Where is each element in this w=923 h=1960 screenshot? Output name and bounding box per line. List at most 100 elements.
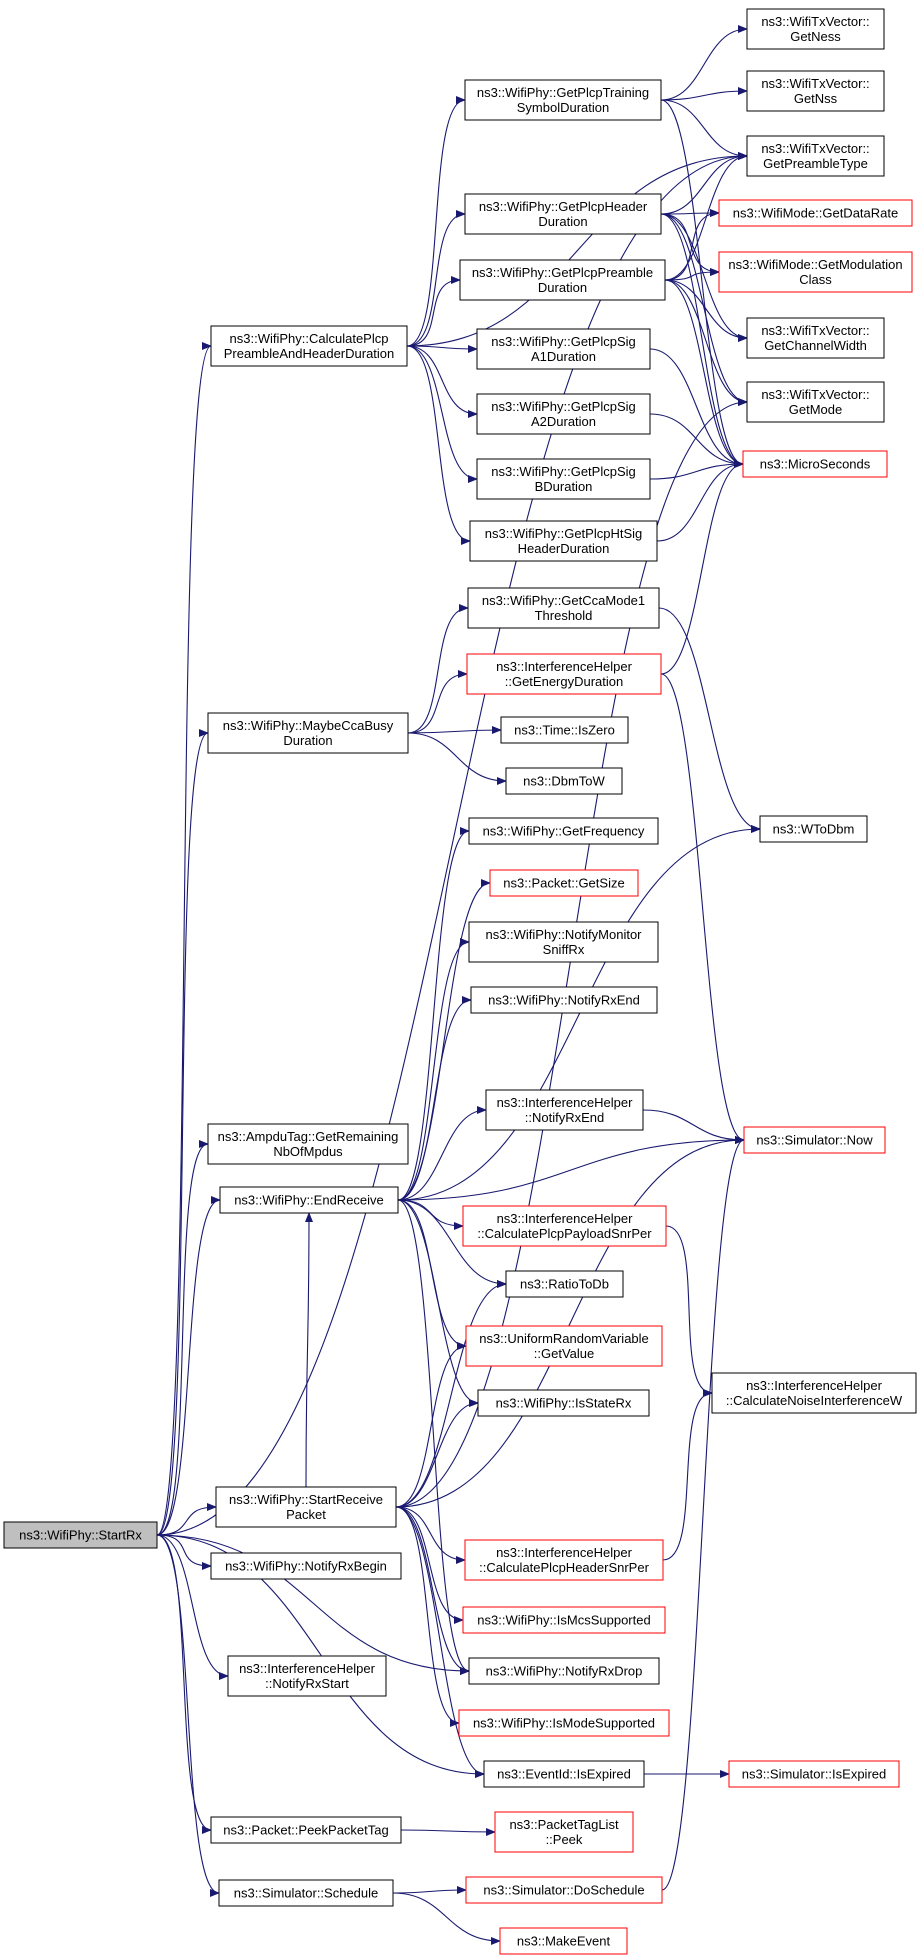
node-box[interactable]: [218, 1879, 394, 1907]
node-ihnotifyrxend[interactable]: ns3::InterferenceHelper::NotifyRxEnd: [485, 1089, 644, 1131]
node-box[interactable]: [210, 1552, 402, 1580]
node-box[interactable]: [476, 328, 651, 370]
node-box[interactable]: [464, 193, 662, 235]
node-isstaterx[interactable]: ns3::WifiPhy::IsStateRx: [477, 1389, 650, 1417]
node-box[interactable]: [499, 1927, 628, 1955]
node-box[interactable]: [219, 1186, 399, 1214]
node-box[interactable]: [500, 716, 629, 744]
node-calcpre[interactable]: ns3::WifiPhy::CalculatePlcpPreambleAndHe…: [210, 325, 408, 367]
node-getchanwidth[interactable]: ns3::WifiTxVector::GetChannelWidth: [746, 317, 885, 359]
node-box[interactable]: [485, 1089, 644, 1131]
node-getnss[interactable]: ns3::WifiTxVector::GetNss: [746, 70, 885, 112]
node-simschedule[interactable]: ns3::Simulator::Schedule: [218, 1879, 394, 1907]
node-iszero[interactable]: ns3::Time::IsZero: [500, 716, 629, 744]
node-doschedule[interactable]: ns3::Simulator::DoSchedule: [465, 1876, 663, 1904]
node-box[interactable]: [470, 986, 658, 1014]
node-getness[interactable]: ns3::WifiTxVector::GetNess: [746, 8, 885, 50]
node-box[interactable]: [728, 1760, 900, 1788]
node-notifyrxdrop[interactable]: ns3::WifiPhy::NotifyRxDrop: [468, 1657, 660, 1685]
node-box[interactable]: [743, 1126, 886, 1154]
node-startrx[interactable]: ns3::WifiPhy::StartRx: [3, 1521, 158, 1549]
node-box[interactable]: [210, 1816, 402, 1844]
node-box[interactable]: [462, 1606, 666, 1634]
node-dbmtow[interactable]: ns3::DbmToW: [505, 767, 623, 795]
node-getsize[interactable]: ns3::Packet::GetSize: [489, 869, 639, 897]
node-ptlpeek[interactable]: ns3::PacketTagList::Peek: [494, 1811, 634, 1853]
node-simisexpired[interactable]: ns3::Simulator::IsExpired: [728, 1760, 900, 1788]
node-box[interactable]: [718, 251, 913, 293]
node-box[interactable]: [465, 1325, 663, 1367]
node-box[interactable]: [468, 817, 659, 845]
node-box[interactable]: [505, 767, 623, 795]
node-box[interactable]: [468, 1657, 660, 1685]
node-box[interactable]: [465, 1876, 663, 1904]
node-box[interactable]: [489, 869, 639, 897]
node-ismcs[interactable]: ns3::WifiPhy::IsMcsSupported: [462, 1606, 666, 1634]
node-box[interactable]: [207, 712, 409, 754]
node-payloadsnr[interactable]: ns3::InterferenceHelper::CalculatePlcpPa…: [462, 1205, 667, 1247]
node-makeevent[interactable]: ns3::MakeEvent: [499, 1927, 628, 1955]
node-microseconds[interactable]: ns3::MicroSeconds: [742, 450, 888, 478]
node-box[interactable]: [718, 199, 913, 227]
node-box[interactable]: [746, 317, 885, 359]
node-notifyrxend[interactable]: ns3::WifiPhy::NotifyRxEnd: [470, 986, 658, 1014]
node-box[interactable]: [746, 8, 885, 50]
node-training[interactable]: ns3::WifiPhy::GetPlcpTrainingSymbolDurat…: [464, 79, 662, 121]
node-box[interactable]: [459, 259, 666, 301]
node-peekpt[interactable]: ns3::Packet::PeekPacketTag: [210, 1816, 402, 1844]
node-box[interactable]: [746, 135, 885, 177]
node-simnow[interactable]: ns3::Simulator::Now: [743, 1126, 886, 1154]
node-box[interactable]: [477, 1389, 650, 1417]
node-box[interactable]: [458, 1709, 670, 1737]
node-box[interactable]: [207, 1123, 409, 1165]
node-ihnotifyrxstart[interactable]: ns3::InterferenceHelper::NotifyRxStart: [227, 1655, 387, 1697]
node-box[interactable]: [746, 381, 885, 423]
node-wtodbm[interactable]: ns3::WToDbm: [759, 815, 868, 843]
node-box[interactable]: [746, 70, 885, 112]
node-box[interactable]: [210, 325, 408, 367]
node-box[interactable]: [462, 1205, 667, 1247]
node-box[interactable]: [464, 1539, 664, 1581]
node-ratiotodb[interactable]: ns3::RatioToDb: [505, 1270, 624, 1298]
node-box[interactable]: [215, 1486, 397, 1528]
node-box[interactable]: [505, 1270, 624, 1298]
node-getfreq[interactable]: ns3::WifiPhy::GetFrequency: [468, 817, 659, 845]
node-box[interactable]: [494, 1811, 634, 1853]
node-box[interactable]: [759, 815, 868, 843]
node-box[interactable]: [469, 520, 658, 562]
node-noiseinterf[interactable]: ns3::InterferenceHelper::CalculateNoiseI…: [711, 1372, 917, 1414]
node-box[interactable]: [466, 653, 662, 695]
node-box[interactable]: [742, 450, 888, 478]
node-endrecv[interactable]: ns3::WifiPhy::EndReceive: [219, 1186, 399, 1214]
node-ismode[interactable]: ns3::WifiPhy::IsModeSupported: [458, 1709, 670, 1737]
node-box[interactable]: [711, 1372, 917, 1414]
node-getmode[interactable]: ns3::WifiTxVector::GetMode: [746, 381, 885, 423]
node-headersnr[interactable]: ns3::InterferenceHelper::CalculatePlcpHe…: [464, 1539, 664, 1581]
node-box[interactable]: [476, 393, 651, 435]
node-box[interactable]: [467, 587, 660, 629]
node-uniform[interactable]: ns3::UniformRandomVariable::GetValue: [465, 1325, 663, 1367]
node-box[interactable]: [464, 79, 662, 121]
node-energydur[interactable]: ns3::InterferenceHelper::GetEnergyDurati…: [466, 653, 662, 695]
node-getdatarate[interactable]: ns3::WifiMode::GetDataRate: [718, 199, 913, 227]
node-box[interactable]: [483, 1760, 645, 1788]
node-isexpired[interactable]: ns3::EventId::IsExpired: [483, 1760, 645, 1788]
node-box[interactable]: [468, 921, 659, 963]
node-getpreambletype[interactable]: ns3::WifiTxVector::GetPreambleType: [746, 135, 885, 177]
node-box[interactable]: [3, 1521, 158, 1549]
node-notifyrxbegin[interactable]: ns3::WifiPhy::NotifyRxBegin: [210, 1552, 402, 1580]
node-box[interactable]: [227, 1655, 387, 1697]
node-box[interactable]: [476, 458, 651, 500]
